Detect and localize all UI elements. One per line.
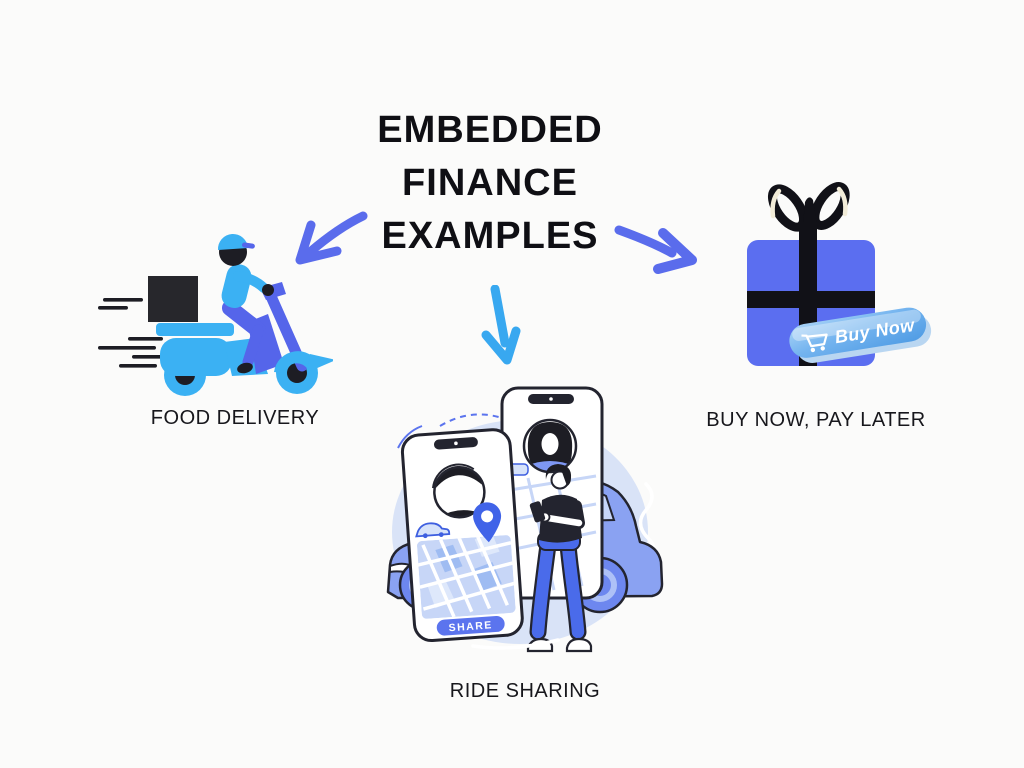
- glove: [262, 284, 274, 296]
- food-delivery-label: FOOD DELIVERY: [150, 407, 320, 429]
- map: [416, 534, 516, 620]
- driver-avatar: [432, 463, 487, 519]
- front-phone: SHARE: [400, 428, 524, 642]
- parcel-box: [148, 276, 198, 322]
- buy-now-pay-later-illustration: Buy Now: [747, 182, 934, 367]
- ground-swish: [471, 638, 560, 650]
- ride-sharing-label: RIDE SHARING: [449, 680, 601, 702]
- arrow-down-left-icon: [295, 211, 368, 265]
- cart-icon: [801, 333, 828, 353]
- share-button[interactable]: SHARE: [436, 615, 505, 636]
- title-line-1: EMBEDDED: [377, 109, 603, 151]
- horizontal-ribbon: [747, 291, 875, 308]
- rear-rack: [156, 323, 234, 336]
- share-button-label: SHARE: [448, 619, 493, 634]
- arrow-down-right-icon: [614, 225, 697, 274]
- person-holding-phone: [526, 464, 593, 653]
- hair: [545, 464, 572, 486]
- arrow-down-icon: [481, 285, 521, 365]
- shoe: [565, 637, 593, 653]
- handheld-phone: [529, 501, 546, 523]
- food-delivery-scooter-illustration: [98, 233, 333, 396]
- location-pin-icon: [473, 502, 502, 543]
- delivery-rider: [217, 233, 274, 374]
- arc-decoration: [397, 425, 423, 449]
- title-line-2: FINANCE: [402, 162, 578, 204]
- cap: [217, 233, 248, 250]
- buy-now-button[interactable]: Buy Now: [787, 305, 934, 367]
- ride-sharing-illustration: SHARE: [386, 386, 664, 653]
- ribbon-bow: [767, 182, 850, 232]
- title-line-3: EXAMPLES: [381, 215, 599, 257]
- dashed-arc-decoration: [439, 413, 503, 427]
- buy-now-pay-later-label: BUY NOW, PAY LATER: [706, 409, 926, 431]
- car-icon: [415, 522, 451, 539]
- page-title: EMBEDDED FINANCE EXAMPLES: [337, 104, 643, 263]
- rider-avatar: [522, 418, 578, 474]
